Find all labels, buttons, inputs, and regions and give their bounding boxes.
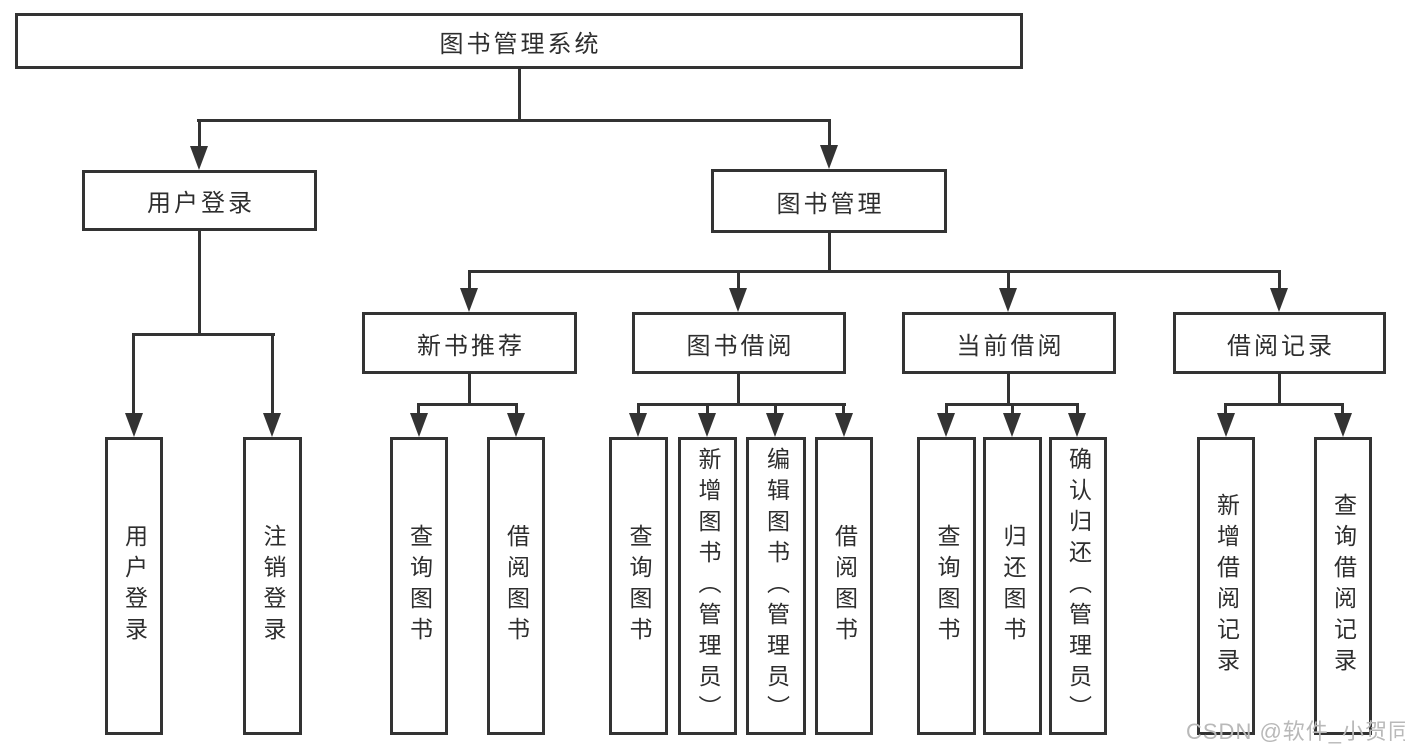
node-label: 借阅图书 [831,524,858,648]
arrow-into-book-borrowing [729,288,747,312]
node-leaf-add-book-admin: 新增图书（管理员） [678,437,737,735]
node-label: 查询图书 [626,524,652,648]
connector-new-book-stem [468,374,471,405]
connector-drop-d1 [945,403,948,416]
connector-drop-borrowing-records [1278,270,1281,290]
arrow-into-user-login [190,146,208,170]
node-label: 查询图书 [934,524,960,648]
connector-drop-b1 [417,403,420,416]
arrow-into-book-management [820,145,838,169]
node-leaf-edit-book-admin: 编辑图书（管理员） [746,437,806,735]
node-label: 图书借阅 [686,332,795,360]
node-leaf-borrow-books-1: 借阅图书 [487,437,545,735]
connector-drop-d3 [1076,403,1079,416]
node-leaf-confirm-return-admin: 确认归还（管理员） [1049,437,1107,735]
connector-borrow-records-stem [1278,374,1281,405]
node-label: 注销登录 [260,524,286,648]
node-new-book-recommend: 新书推荐 [362,312,577,374]
node-leaf-query-books-1: 查询图书 [390,437,448,735]
connector-drop-book-management [828,119,831,147]
connector-drop-c1 [637,403,640,416]
connector-book-borrow-stem [737,374,740,405]
connector-root-bar [197,119,831,122]
node-current-borrowing: 当前借阅 [902,312,1116,374]
node-label: 查询图书 [406,524,433,648]
connector-drop-leaf-user-login [132,333,135,415]
arrow-into-leaf-logout [263,413,281,437]
node-leaf-query-books-3: 查询图书 [917,437,976,735]
node-label: 当前借阅 [956,332,1065,360]
arrow-into-e2 [1334,413,1352,437]
node-label: 新增图书（管理员） [695,446,721,726]
node-label: 归还图书 [1000,524,1026,648]
connector-drop-e2 [1341,403,1344,416]
node-library-system: 图书管理系统 [15,13,1023,69]
node-user-login: 用户登录 [82,170,317,231]
connector-new-book-bar [417,403,518,406]
connector-user-login-bar [132,333,275,336]
connector-book-borrow-bar [637,403,846,406]
node-label: 图书管理 [776,190,885,218]
arrow-into-current-borrowing [999,288,1017,312]
node-label: 新书推荐 [417,332,525,360]
node-label: 查询借阅记录 [1330,493,1357,679]
node-leaf-borrow-books-2: 借阅图书 [815,437,873,735]
connector-drop-c3 [774,403,777,416]
connector-book-management-stem [828,233,831,272]
connector-borrow-records-bar [1224,403,1344,406]
node-label: 用户登录 [147,190,255,217]
connector-book-management-bar [468,270,1281,273]
arrow-into-d2 [1003,413,1021,437]
node-book-management: 图书管理 [711,169,947,233]
node-leaf-user-login: 用户登录 [105,437,163,735]
connector-drop-c4 [842,403,845,416]
connector-drop-b2 [515,403,518,416]
arrow-into-c3 [766,413,784,437]
node-label: 新增借阅记录 [1213,493,1240,679]
node-label: 用户登录 [121,524,148,648]
arrow-into-d3 [1068,413,1086,437]
connector-drop-new-book-recommend [468,270,471,290]
arrow-into-c2 [698,413,716,437]
connector-root-stem [518,69,521,120]
arrow-into-leaf-user-login [125,413,143,437]
arrow-into-new-book-recommend [460,288,478,312]
node-leaf-query-books-2: 查询图书 [609,437,668,735]
connector-drop-user-login [198,119,201,148]
arrow-into-e1 [1217,413,1235,437]
connector-drop-current-borrowing [1007,270,1010,290]
connector-user-login-stem [198,231,201,335]
node-book-borrowing: 图书借阅 [632,312,846,374]
node-leaf-query-borrow-record: 查询借阅记录 [1314,437,1372,735]
node-label: 确认归还（管理员） [1065,446,1092,726]
arrow-into-b1 [410,413,428,437]
connector-drop-leaf-logout [271,333,274,415]
arrow-into-d1 [937,413,955,437]
node-label: 编辑图书（管理员） [763,446,790,726]
node-leaf-logout-login: 注销登录 [243,437,302,735]
arrow-into-b2 [507,413,525,437]
node-label: 图书管理系统 [439,30,602,58]
connector-drop-book-borrowing [737,270,740,290]
arrow-into-borrowing-records [1270,288,1288,312]
connector-current-borrow-stem [1007,374,1010,405]
connector-drop-c2 [706,403,709,416]
node-leaf-add-borrow-record: 新增借阅记录 [1197,437,1255,735]
connector-drop-e1 [1224,403,1227,416]
node-borrowing-records: 借阅记录 [1173,312,1386,374]
csdn-watermark: CSDN @软件_小贺同学 [1186,719,1405,744]
arrow-into-c1 [629,413,647,437]
node-label: 借阅图书 [503,524,530,648]
connector-drop-d2 [1011,403,1014,416]
node-label: 借阅记录 [1227,332,1335,360]
arrow-into-c4 [835,413,853,437]
node-leaf-return-books: 归还图书 [983,437,1042,735]
